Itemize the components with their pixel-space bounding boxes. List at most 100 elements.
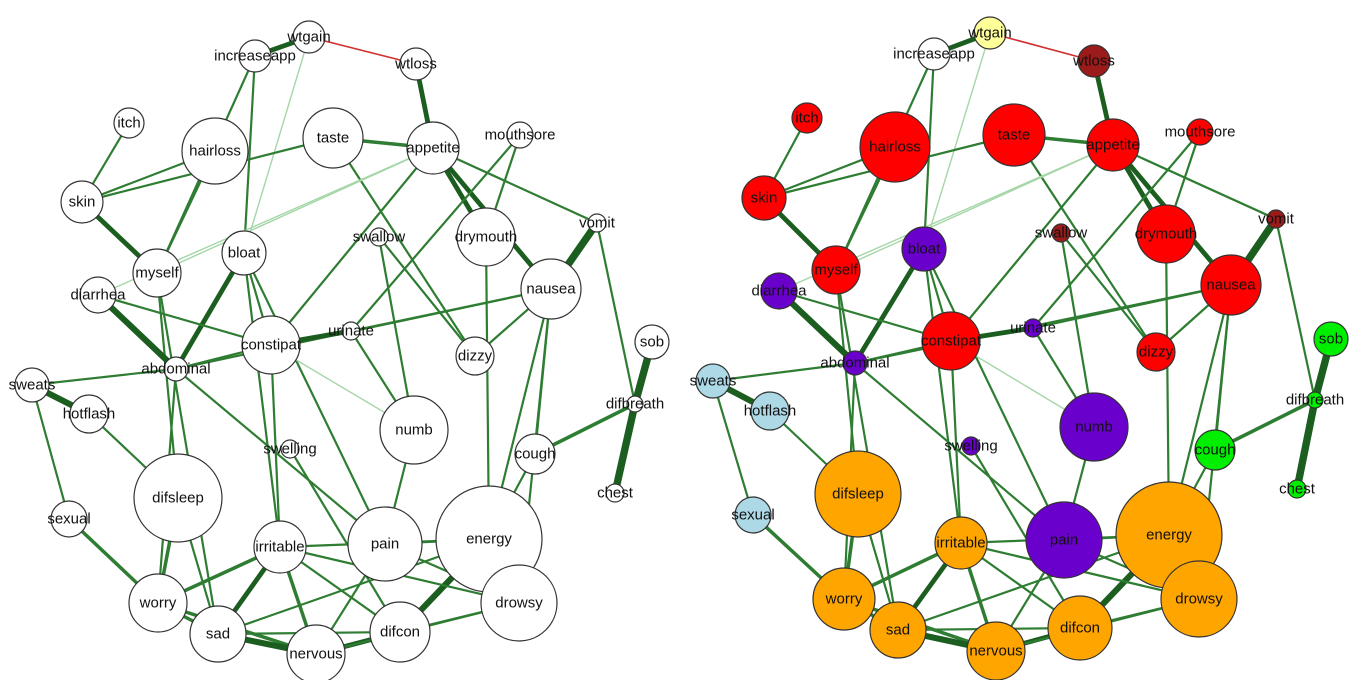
node-chest[interactable]: chest	[1279, 479, 1316, 499]
node-sad[interactable]: sad	[869, 601, 927, 659]
node-sad[interactable]: sad	[189, 605, 247, 663]
node-diarrhea[interactable]: diarrhea	[751, 272, 807, 310]
node-difsleep[interactable]: difsleep	[133, 453, 223, 543]
node-dizzy[interactable]: dizzy	[1136, 332, 1176, 372]
node-myself[interactable]: myself	[811, 245, 861, 295]
node-wtloss[interactable]: wtloss	[394, 47, 437, 81]
node-difbreath[interactable]: difbreath	[1286, 391, 1344, 409]
node-circle-drymouth	[456, 207, 516, 267]
node-irritable[interactable]: irritable	[934, 516, 988, 570]
node-diarrhea[interactable]: diarrhea	[70, 276, 126, 314]
node-nervous[interactable]: nervous	[966, 621, 1026, 680]
node-difsleep[interactable]: difsleep	[814, 450, 902, 538]
node-sob[interactable]: sob	[634, 324, 670, 360]
node-abdominal[interactable]: abdominal	[820, 350, 890, 376]
node-difcon[interactable]: difcon	[369, 601, 431, 663]
node-skin[interactable]: skin	[60, 180, 104, 224]
node-worry[interactable]: worry	[128, 573, 188, 633]
node-urinate[interactable]: urinate	[328, 321, 374, 341]
node-skin[interactable]: skin	[741, 175, 787, 221]
node-drymouth[interactable]: drymouth	[1135, 204, 1198, 264]
node-constipat[interactable]: constipat	[241, 315, 302, 375]
node-circle-dizzy	[455, 336, 495, 376]
node-circle-abdominal	[163, 356, 189, 382]
node-numb[interactable]: numb	[1059, 392, 1129, 462]
node-drymouth[interactable]: drymouth	[455, 207, 518, 267]
node-wtgain[interactable]: wtgain	[286, 20, 331, 54]
node-mouthsore[interactable]: mouthsore	[485, 121, 556, 149]
node-appetite[interactable]: appetite	[406, 121, 460, 175]
node-difcon[interactable]: difcon	[1047, 595, 1113, 661]
node-wtgain[interactable]: wtgain	[967, 16, 1012, 50]
edge-abdominal-pain	[174, 367, 387, 546]
node-chest[interactable]: chest	[597, 483, 634, 503]
node-cough[interactable]: cough	[1194, 429, 1236, 471]
edge-vomit-difbreath	[595, 221, 637, 406]
node-taste[interactable]: taste	[302, 107, 364, 169]
node-circle-skin	[60, 180, 104, 224]
edge-swallow-dizzy	[377, 235, 477, 358]
node-circle-nervous	[286, 624, 346, 680]
edge-constipat-irritable	[949, 339, 963, 545]
node-sweats[interactable]: sweats	[9, 367, 56, 403]
node-swallow[interactable]: swallow	[1035, 223, 1088, 243]
node-itch[interactable]: itch	[113, 107, 145, 139]
edge-abdominal-sweats	[711, 361, 857, 383]
node-worry[interactable]: worry	[812, 567, 876, 631]
edge-appetite-constipat	[269, 146, 435, 347]
node-nausea[interactable]: nausea	[520, 258, 582, 320]
edge-swelling-difcon	[288, 447, 402, 634]
node-myself[interactable]: myself	[132, 248, 182, 298]
node-bloat[interactable]: bloat	[221, 230, 267, 276]
node-hairloss[interactable]: hairloss	[859, 111, 931, 183]
node-irritable[interactable]: irritable	[253, 520, 307, 574]
node-nausea[interactable]: nausea	[1200, 254, 1262, 316]
node-circle-numb	[1059, 392, 1129, 462]
node-numb[interactable]: numb	[379, 395, 449, 465]
node-constipat[interactable]: constipat	[921, 311, 982, 371]
node-drowsy[interactable]: drowsy	[480, 564, 558, 642]
node-circle-swallow	[369, 227, 389, 247]
node-circle-urinate	[341, 321, 361, 341]
node-hotflash[interactable]: hotflash	[744, 391, 797, 431]
edge-appetite-vomit	[431, 146, 599, 225]
edge-vomit-difbreath	[1274, 217, 1317, 402]
node-appetite[interactable]: appetite	[1086, 118, 1140, 172]
node-abdominal[interactable]: abdominal	[141, 356, 211, 382]
node-wtloss[interactable]: wtloss	[1072, 44, 1115, 78]
edge-taste-dizzy	[1012, 133, 1158, 354]
node-circle-irritable	[934, 516, 988, 570]
node-pain[interactable]: pain	[347, 506, 423, 582]
edge-swallow-dizzy	[1059, 231, 1158, 354]
node-sob[interactable]: sob	[1313, 321, 1349, 357]
node-bloat[interactable]: bloat	[901, 226, 947, 272]
node-circle-urinate	[1023, 318, 1043, 338]
node-circle-irritable	[253, 520, 307, 574]
node-nervous[interactable]: nervous	[286, 624, 346, 680]
node-circle-vomit	[1266, 209, 1286, 229]
edge-abdominal-pain	[853, 361, 1066, 542]
node-circle-constipat	[241, 315, 301, 375]
node-circle-difsleep	[814, 450, 902, 538]
node-drowsy[interactable]: drowsy	[1160, 560, 1238, 638]
node-hotflash[interactable]: hotflash	[63, 394, 116, 434]
node-cough[interactable]: cough	[514, 433, 556, 475]
node-circle-increaseapp	[238, 39, 272, 73]
node-hairloss[interactable]: hairloss	[181, 117, 249, 185]
node-circle-sweats	[14, 367, 50, 403]
edge-taste-dizzy	[331, 136, 477, 358]
edge-wtgain-wtloss	[989, 32, 1095, 62]
edge-bloat-pain	[242, 251, 387, 546]
node-pain[interactable]: pain	[1025, 501, 1103, 579]
node-circle-bloat	[221, 230, 267, 276]
node-itch[interactable]: itch	[791, 102, 823, 134]
edge-mouthsore-urinate	[349, 133, 522, 333]
node-circle-wtgain	[973, 16, 1007, 50]
node-dizzy[interactable]: dizzy	[455, 336, 495, 376]
node-taste[interactable]: taste	[982, 103, 1046, 167]
node-circle-difbreath	[1306, 391, 1324, 409]
node-mouthsore[interactable]: mouthsore	[1165, 118, 1236, 146]
node-difbreath[interactable]: difbreath	[606, 395, 664, 413]
